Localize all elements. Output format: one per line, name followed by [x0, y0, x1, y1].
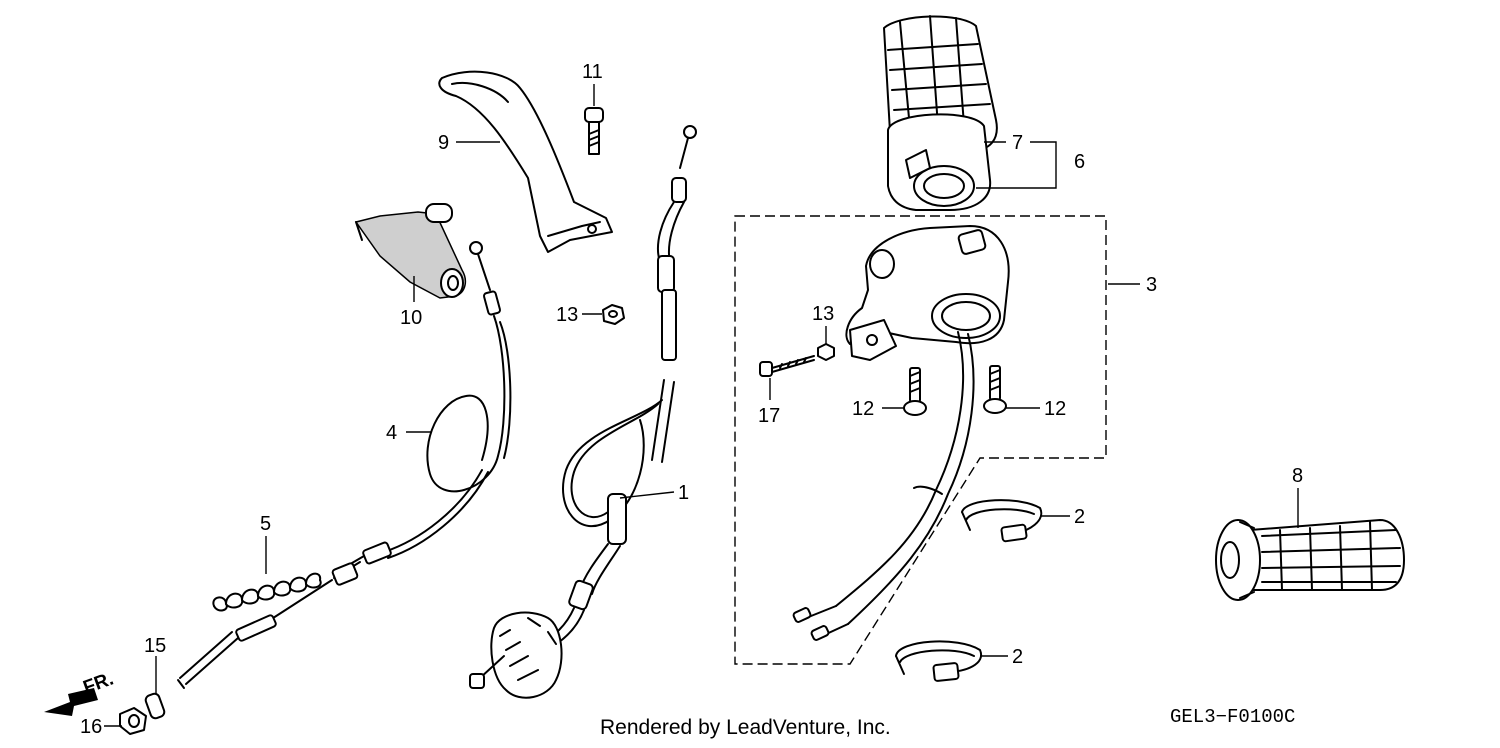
callout-4: 4: [386, 422, 397, 444]
lever-holder[interactable]: [354, 203, 467, 299]
callout-6: 6: [1074, 151, 1085, 173]
callout-12-right: 12: [1044, 398, 1066, 420]
render-credit: Rendered by LeadVenture, Inc.: [600, 716, 891, 739]
switch-wiring[interactable]: [792, 331, 975, 641]
throttle-housing[interactable]: [845, 225, 1010, 361]
adjuster-nut[interactable]: [119, 707, 147, 735]
callout-11: 11: [582, 61, 603, 83]
callout-2-lower: 2: [1012, 646, 1023, 668]
lock-nut-left[interactable]: [602, 304, 625, 325]
left-cable[interactable]: [177, 241, 512, 689]
callout-17: 17: [758, 405, 780, 427]
housing-bolt-right[interactable]: [983, 365, 1007, 414]
callout-15: 15: [144, 635, 166, 657]
clutch-lever[interactable]: [438, 70, 613, 253]
assembly-outline: [734, 215, 1107, 665]
direction-label: FR.: [81, 668, 117, 698]
left-grip[interactable]: [1215, 519, 1405, 601]
callout-13-right: 13: [812, 303, 834, 325]
callout-5: 5: [260, 513, 271, 535]
cable-fitting[interactable]: [144, 692, 166, 720]
lock-nut-right[interactable]: [817, 343, 835, 361]
housing-bolt-left[interactable]: [903, 367, 927, 416]
wire-band-upper[interactable]: [961, 499, 1043, 543]
callout-3: 3: [1146, 274, 1157, 296]
diagram-code: GEL3−F0100C: [1170, 706, 1296, 728]
callout-8: 8: [1292, 465, 1303, 487]
callout-16: 16: [80, 716, 102, 738]
callout-9: 9: [438, 132, 449, 154]
callout-10: 10: [400, 307, 422, 329]
callout-1: 1: [678, 482, 689, 504]
throttle-cable[interactable]: [469, 125, 697, 699]
callout-13-left: 13: [556, 304, 578, 326]
callout-7: 7: [1012, 132, 1023, 154]
throttle-grip[interactable]: [883, 15, 998, 211]
leader-lines: [104, 84, 1299, 727]
pivot-bolt[interactable]: [584, 107, 604, 155]
wire-band-lower[interactable]: [895, 640, 983, 682]
callout-2-upper: 2: [1074, 506, 1085, 528]
front-direction-arrow-icon: [44, 688, 98, 716]
housing-screw[interactable]: [759, 355, 815, 377]
callout-12-left: 12: [852, 398, 874, 420]
spring[interactable]: [212, 572, 322, 612]
